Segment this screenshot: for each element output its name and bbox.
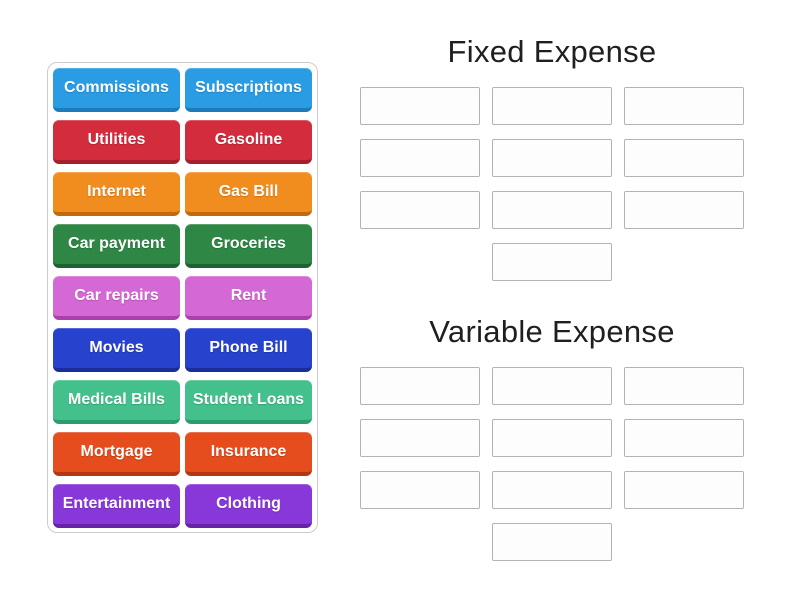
tile-movies[interactable]: Movies <box>53 328 180 372</box>
drop-slot[interactable] <box>360 191 480 229</box>
tile-phone-bill[interactable]: Phone Bill <box>185 328 312 372</box>
drop-slot[interactable] <box>624 367 744 405</box>
drop-slot[interactable] <box>492 471 612 509</box>
tile-insurance[interactable]: Insurance <box>185 432 312 476</box>
group-title-fixed-expense: Fixed Expense <box>447 34 657 69</box>
drop-slot[interactable] <box>360 419 480 457</box>
drop-slot[interactable] <box>624 191 744 229</box>
drop-slot[interactable] <box>360 139 480 177</box>
drop-slot[interactable] <box>624 471 744 509</box>
tile-car-payment[interactable]: Car payment <box>53 224 180 268</box>
drop-slot[interactable] <box>492 191 612 229</box>
drop-slot[interactable] <box>492 419 612 457</box>
drop-slot[interactable] <box>492 523 612 561</box>
tile-gasoline[interactable]: Gasoline <box>185 120 312 164</box>
drop-slot[interactable] <box>624 139 744 177</box>
drop-slot[interactable] <box>492 87 612 125</box>
tile-car-repairs[interactable]: Car repairs <box>53 276 180 320</box>
group-fixed-expense: Fixed Expense <box>360 34 744 281</box>
tile-medical-bills[interactable]: Medical Bills <box>53 380 180 424</box>
drop-slot[interactable] <box>360 471 480 509</box>
tile-subscriptions[interactable]: Subscriptions <box>185 68 312 112</box>
drop-slot[interactable] <box>624 87 744 125</box>
drop-slot[interactable] <box>624 419 744 457</box>
drop-slot[interactable] <box>492 367 612 405</box>
group-variable-expense: Variable Expense <box>360 314 744 561</box>
drop-slot[interactable] <box>360 87 480 125</box>
tile-clothing[interactable]: Clothing <box>185 484 312 528</box>
tile-gas-bill[interactable]: Gas Bill <box>185 172 312 216</box>
drop-slot[interactable] <box>492 243 612 281</box>
tile-utilities[interactable]: Utilities <box>53 120 180 164</box>
tile-mortgage[interactable]: Mortgage <box>53 432 180 476</box>
variable-expense-slot-grid <box>360 367 744 561</box>
fixed-expense-slot-grid <box>360 87 744 281</box>
tile-entertainment[interactable]: Entertainment <box>53 484 180 528</box>
tile-internet[interactable]: Internet <box>53 172 180 216</box>
group-title-variable-expense: Variable Expense <box>429 314 675 349</box>
tile-groceries[interactable]: Groceries <box>185 224 312 268</box>
tile-student-loans[interactable]: Student Loans <box>185 380 312 424</box>
drop-slot[interactable] <box>492 139 612 177</box>
drop-slot[interactable] <box>360 367 480 405</box>
tile-rent[interactable]: Rent <box>185 276 312 320</box>
tile-commissions[interactable]: Commissions <box>53 68 180 112</box>
